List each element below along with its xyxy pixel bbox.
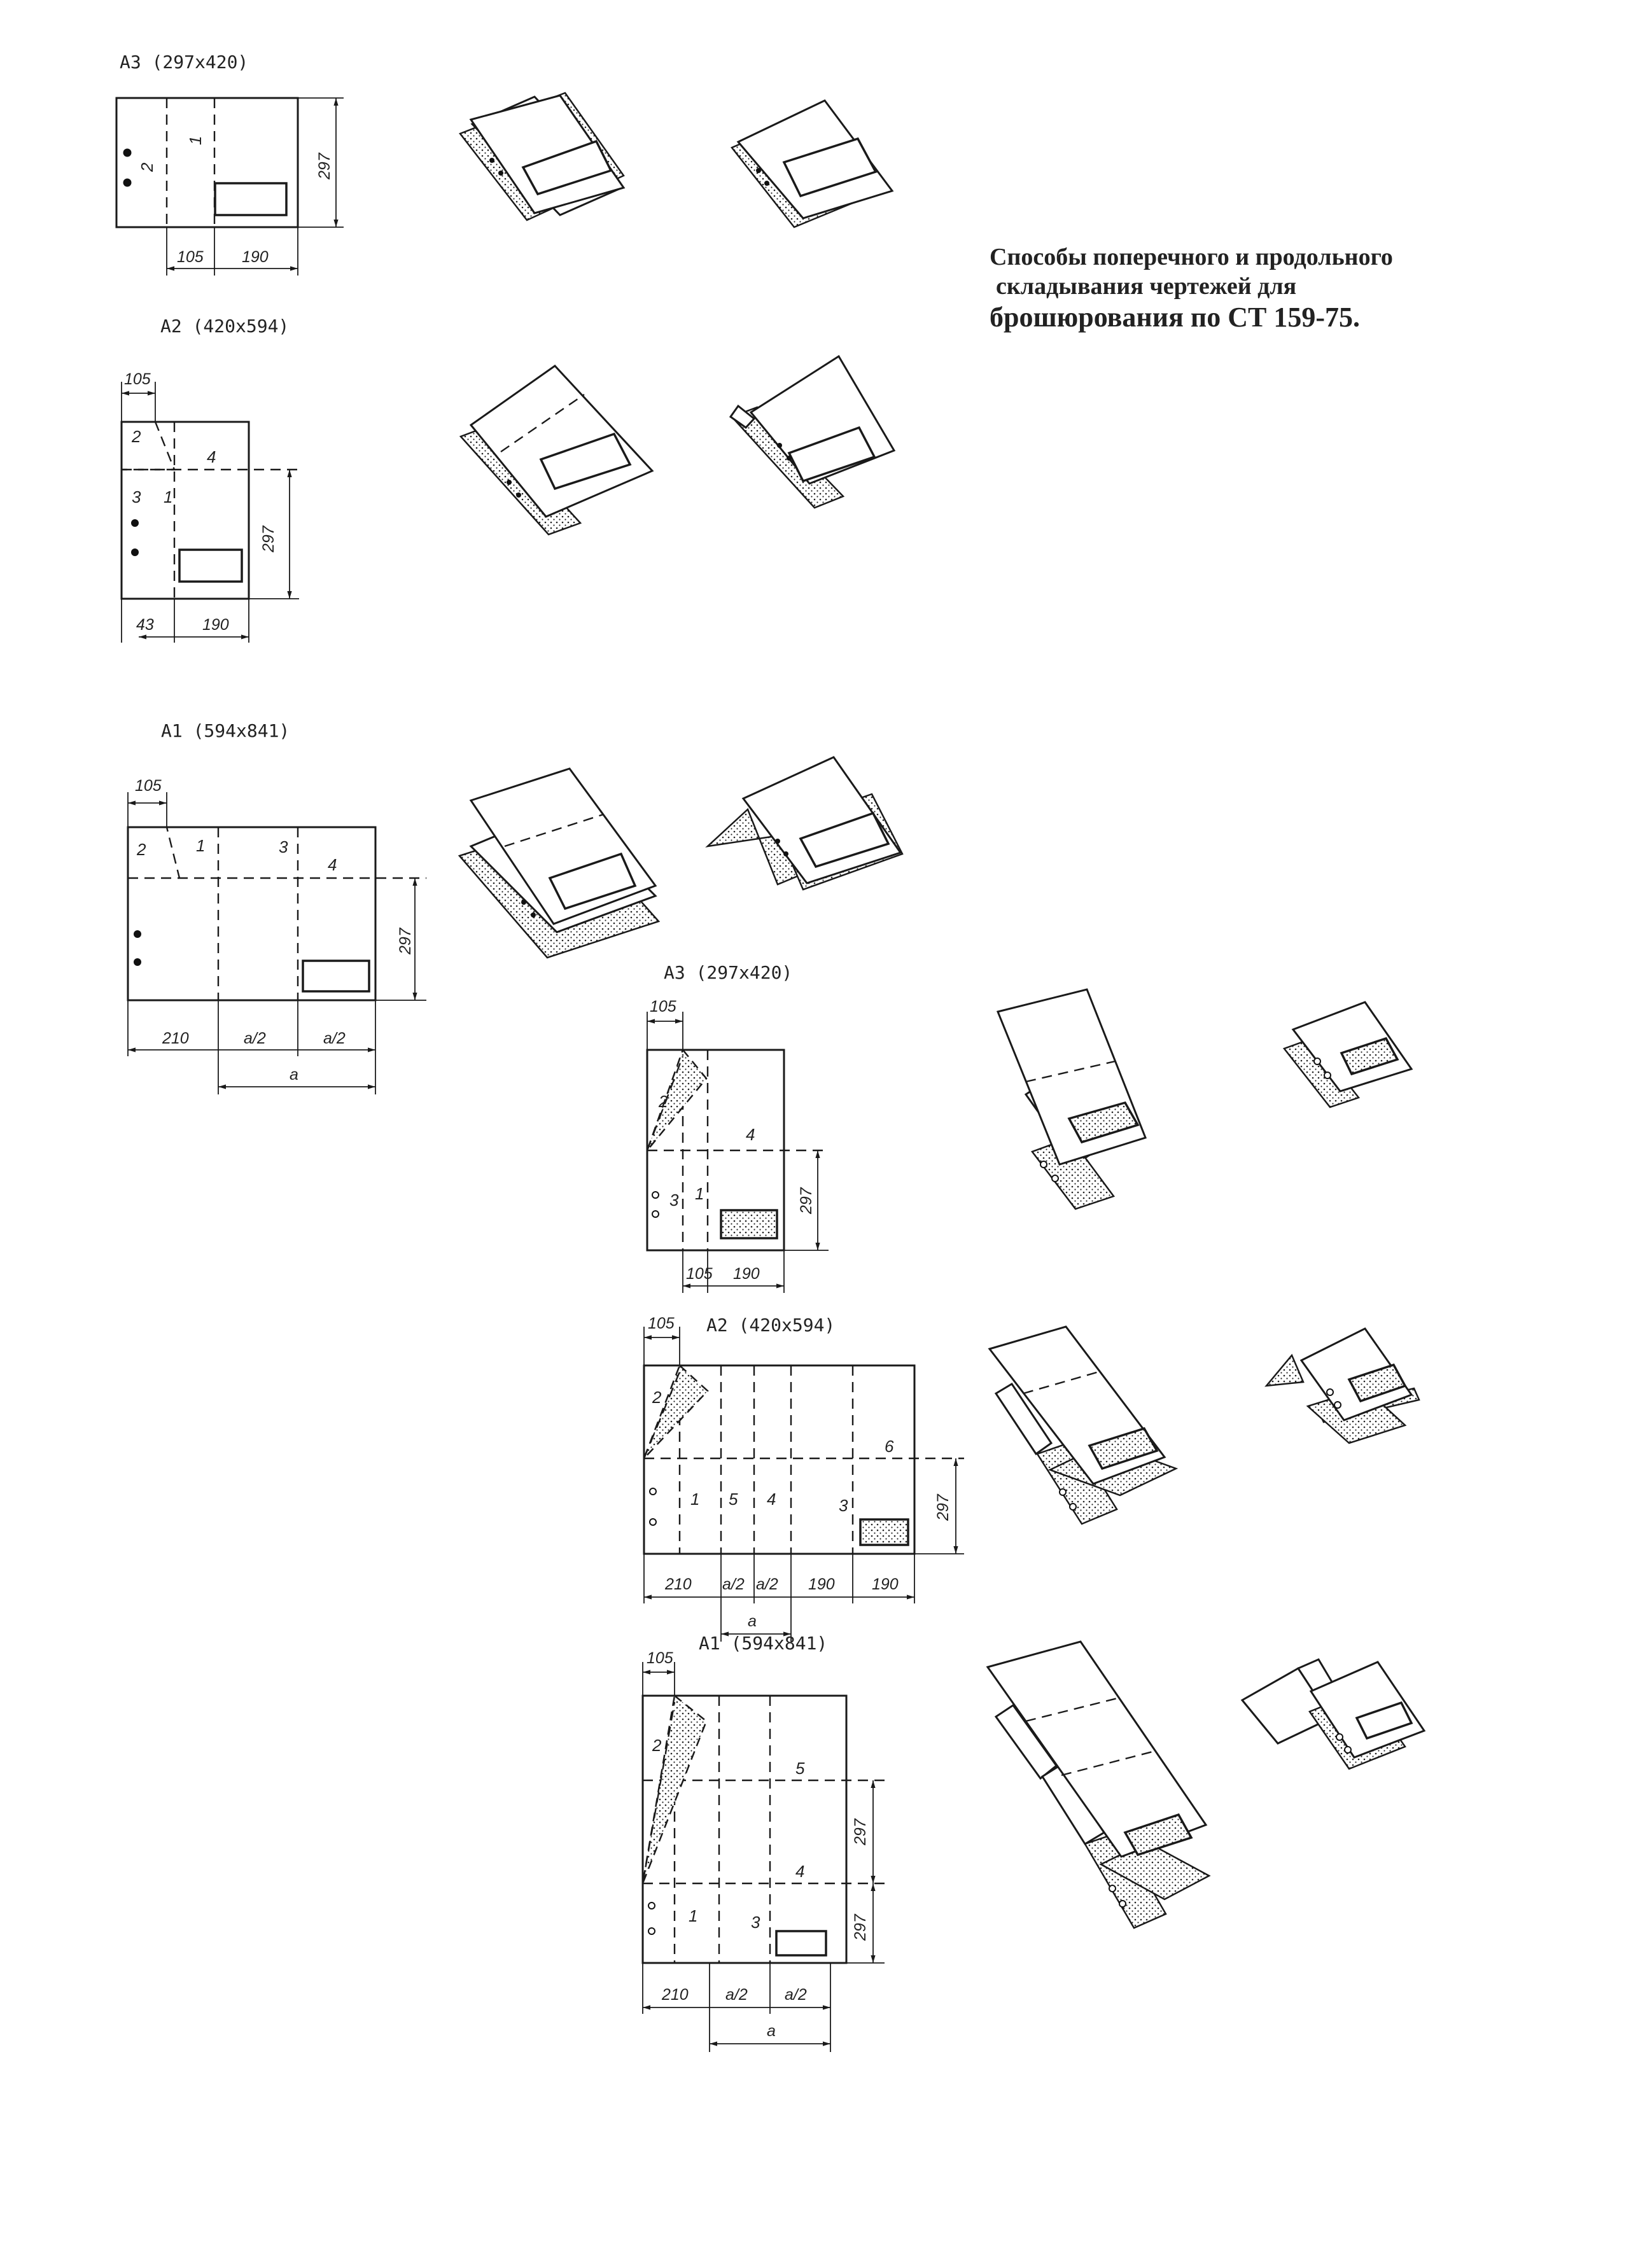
right-a2-panel-2: 2 (652, 1388, 662, 1407)
left-a3-title-block (214, 182, 288, 216)
left-a2-dim-105: 105 (124, 370, 151, 388)
right-a1-dim-a: a (767, 2022, 776, 2040)
left-a1-dim-297: 297 (396, 927, 414, 955)
left-a1-fold-1 (458, 767, 661, 959)
left-a2-dim-43: 43 (136, 616, 154, 634)
right-a1-dim-297-2: 297 (851, 1913, 869, 1941)
right-a1-fold-2 (1240, 1658, 1426, 1770)
right-a2-panel-1: 1 (690, 1490, 699, 1509)
right-a1-panel-5: 5 (795, 1759, 805, 1778)
left-a2-panel-2: 2 (131, 427, 141, 446)
right-a1-panel-4: 4 (795, 1862, 804, 1881)
right-a2-dim-a2-2: a/2 (756, 1575, 778, 1593)
right-a3-title: А3 (297х420) (664, 962, 792, 983)
left-a3-dim-105: 105 (177, 248, 204, 266)
right-a2-panel-6: 6 (885, 1437, 894, 1456)
right-a1-title: А1 (594х841) (699, 1633, 827, 1654)
left-a1-panel-2: 2 (136, 840, 146, 859)
right-a2-title: А2 (420х594) (706, 1315, 835, 1336)
left-a2-title: А2 (420х594) (160, 316, 289, 337)
right-a3-panel-3: 3 (669, 1190, 679, 1210)
left-a1-dim-a2-2: a/2 (323, 1030, 346, 1047)
right-a1-dim-a2-1: a/2 (725, 1986, 748, 2004)
right-a3-fold-1 (996, 988, 1147, 1210)
right-a3-fold-2 (1282, 1001, 1413, 1108)
left-a2-panel-4: 4 (207, 447, 216, 466)
right-a2-dim-190-1: 190 (808, 1575, 835, 1593)
left-a1-dim-210: 210 (162, 1030, 189, 1047)
left-a3-dim-297: 297 (316, 152, 333, 180)
left-a2-dim-190: 190 (202, 616, 229, 634)
right-a3-panel-2: 2 (658, 1092, 668, 1111)
left-a1-fold-2 (705, 756, 904, 891)
right-a1-dim-297-1: 297 (851, 1818, 869, 1846)
left-a1-title-block (302, 960, 370, 993)
right-a1-dim-105: 105 (647, 1649, 673, 1667)
left-a3-fold-1 (458, 92, 626, 221)
right-a2-title-block (859, 1518, 909, 1546)
left-a1-dim-a: a (290, 1066, 298, 1084)
right-a2-dim-105: 105 (648, 1315, 675, 1332)
left-a1-panel-3: 3 (279, 837, 288, 856)
right-a2-dim-210: 210 (664, 1575, 692, 1593)
left-a3-dim-190: 190 (242, 248, 269, 266)
left-a1-dim-a2-1: a/2 (244, 1030, 266, 1047)
right-a3-dim-190: 190 (733, 1265, 760, 1283)
left-a2-title-block (178, 548, 243, 583)
right-a3-dim-105-bottom: 105 (686, 1265, 713, 1283)
left-a2-dim-297: 297 (260, 525, 277, 553)
caption-line-2: складывания чертежей для (996, 272, 1297, 300)
right-a2-fold-1 (988, 1325, 1179, 1525)
left-a1-title: А1 (594х841) (161, 720, 290, 741)
caption-line-3: брошюрования по СТ 159-75. (990, 302, 1361, 333)
right-a2-dim-190-2: 190 (872, 1575, 899, 1593)
right-a2-panel-4: 4 (767, 1490, 776, 1509)
right-a1-fold-1 (986, 1640, 1211, 1929)
right-a3-panel-4: 4 (746, 1125, 755, 1144)
right-a1-panel-1: 1 (689, 1906, 697, 1925)
right-a2-panel-3: 3 (839, 1496, 848, 1515)
left-a2-fold-2 (729, 354, 896, 509)
left-a1-dim-105: 105 (135, 777, 162, 795)
left-a3-title: А3 (297х420) (120, 52, 248, 73)
left-a2-panel-1: 1 (164, 487, 172, 506)
right-a3-scheme: А3 (297х420) 2 4 3 1 105 105 190 297 (646, 962, 829, 1293)
left-a1-panel-1: 1 (196, 836, 205, 855)
right-a3-dim-105-top: 105 (650, 998, 676, 1016)
right-a1-dim-210: 210 (661, 1986, 689, 2004)
right-a1-panel-3: 3 (751, 1913, 760, 1932)
right-a1-scheme: А1 (594х841) 2 5 4 1 3 105 210 a/2 a/2 a (641, 1633, 885, 2052)
left-a1-scheme: А1 (594х841) 2 1 3 4 105 210 a/2 a/2 a 2… (127, 720, 426, 1094)
right-a1-dim-a2-2: a/2 (785, 1986, 807, 2004)
left-a2-scheme: А2 (420х594) 2 4 3 1 105 43 190 297 (120, 316, 299, 643)
left-a1-panel-4: 4 (328, 855, 337, 874)
right-a2-panel-5: 5 (729, 1490, 738, 1509)
right-a1-title-block (775, 1930, 827, 1957)
caption: Способы поперечного и продольного склады… (990, 243, 1562, 335)
left-a3-fold-2 (731, 99, 894, 228)
right-a3-title-block (720, 1209, 778, 1239)
left-a3-panel-1: 1 (186, 136, 205, 145)
left-a3-panel-2: 2 (137, 162, 157, 172)
caption-line-1: Способы поперечного и продольного (990, 244, 1393, 270)
right-a2-fold-2 (1264, 1327, 1420, 1444)
right-a3-panel-1: 1 (695, 1184, 704, 1203)
left-a2-panel-3: 3 (132, 487, 141, 506)
right-a3-dim-297: 297 (797, 1187, 815, 1215)
right-a2-dim-a2-1: a/2 (722, 1575, 745, 1593)
left-a2-fold-1 (459, 365, 654, 536)
right-a2-scheme: А2 (420х594) 2 6 1 5 4 3 105 210 a/2 a/2… (643, 1315, 964, 1642)
right-a2-dim-a: a (748, 1612, 757, 1630)
left-a3-scheme: А3 (297х420) 2 1 105 190 297 (115, 52, 344, 276)
right-a1-panel-2: 2 (652, 1736, 662, 1755)
right-a2-dim-297: 297 (934, 1493, 952, 1521)
